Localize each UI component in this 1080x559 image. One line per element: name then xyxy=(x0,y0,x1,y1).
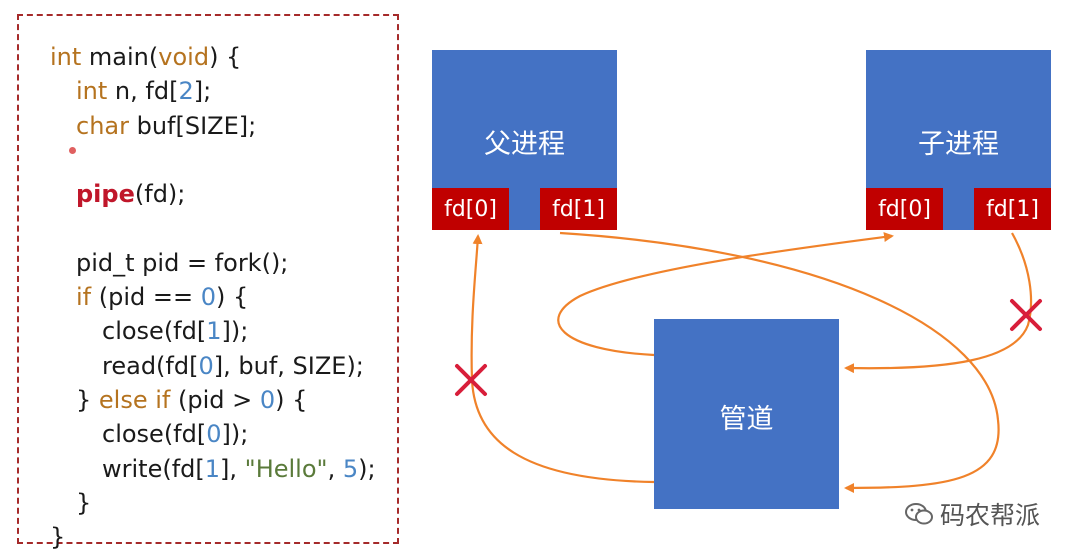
code-token: ) { xyxy=(275,385,308,414)
code-token: pid_t pid = fork(); xyxy=(76,248,289,277)
code-line: } else if (pid > 0) { xyxy=(50,383,376,417)
code-token: , xyxy=(327,454,343,483)
code-token: } xyxy=(76,385,99,414)
cross-icon-child xyxy=(1010,299,1042,331)
code-token: 1 xyxy=(204,454,221,483)
code-token: ]; xyxy=(193,77,212,106)
watermark-text: 码农帮派 xyxy=(940,501,1041,530)
code-token: ) { xyxy=(209,43,242,71)
code-token: 5 xyxy=(342,454,359,483)
code-token: void xyxy=(158,43,210,71)
code-token: main( xyxy=(81,43,159,71)
cross-icon-parent xyxy=(455,364,487,396)
code-line: } xyxy=(50,486,376,520)
code-token: ]); xyxy=(221,420,249,449)
code-line: close(fd[1]); xyxy=(50,314,376,348)
code-token: ], buf, SIZE); xyxy=(213,351,364,380)
child-process-title: 子进程 xyxy=(918,129,999,160)
code-token: else if xyxy=(98,385,171,414)
code-line: pid_t pid = fork(); xyxy=(50,246,376,280)
code-line: if (pid == 0) { xyxy=(50,280,376,314)
code-token: (pid > xyxy=(170,385,260,414)
code-token: (pid == xyxy=(91,283,201,312)
code-token: buf[SIZE]; xyxy=(128,111,257,140)
code-line: } xyxy=(50,520,376,554)
parent-fd0: fd[0] xyxy=(432,188,509,230)
code-line: pipe(fd); xyxy=(50,177,376,211)
code-token: int xyxy=(50,43,82,71)
code-token: (fd); xyxy=(134,180,186,209)
code-token: ) { xyxy=(216,283,249,312)
code-token: ); xyxy=(358,454,376,483)
code-token: "Hello" xyxy=(244,454,328,483)
code-line: int main(void) { xyxy=(50,40,376,74)
pipe-box: 管道 xyxy=(654,319,839,509)
code-line: char buf[SIZE]; xyxy=(50,109,376,143)
code-token: 0 xyxy=(198,351,214,380)
code-line: close(fd[0]); xyxy=(50,417,376,451)
wechat-icon xyxy=(905,503,933,525)
parent-process-box: 父进程 fd[0] fd[1] xyxy=(432,50,617,230)
code-line: read(fd[0], buf, SIZE); xyxy=(50,349,376,383)
arrow-child-write xyxy=(844,232,1033,374)
child-fd0: fd[0] xyxy=(866,188,943,230)
code-line: write(fd[1], "Hello", 5); xyxy=(50,452,376,486)
watermark: 码农帮派 xyxy=(904,496,1040,532)
code-token: n, fd[ xyxy=(107,77,179,106)
code-token: } xyxy=(50,523,66,552)
code-token: 0 xyxy=(200,283,217,312)
code-token: 2 xyxy=(178,77,194,106)
code-token: close(fd[ xyxy=(102,317,207,346)
code-block: int main(void) {int n, fd[2];char buf[SI… xyxy=(50,40,376,554)
arrow-parent-write xyxy=(559,231,1000,493)
code-token: } xyxy=(76,488,92,517)
code-token: ], xyxy=(220,454,245,483)
parent-process-title: 父进程 xyxy=(484,129,565,160)
code-line: int n, fd[2]; xyxy=(50,74,376,108)
code-token: ]); xyxy=(221,317,249,346)
arrow-to-parent-read xyxy=(470,234,655,484)
code-token: if xyxy=(76,283,92,312)
pipe-title: 管道 xyxy=(719,404,774,435)
code-token: 0 xyxy=(259,385,276,414)
child-fd1: fd[1] xyxy=(974,188,1051,230)
code-panel: int main(void) {int n, fd[2];char buf[SI… xyxy=(17,14,399,551)
cursor-dot xyxy=(69,147,76,154)
code-token: 0 xyxy=(206,420,222,449)
code-token: close(fd[ xyxy=(102,420,207,449)
arrow-to-child-read xyxy=(557,232,894,357)
code-token: 1 xyxy=(206,317,222,346)
code-token: char xyxy=(76,111,129,140)
code-token: write(fd[ xyxy=(102,454,205,483)
code-token: pipe xyxy=(76,180,135,209)
code-token: int xyxy=(76,77,108,106)
parent-fd1: fd[1] xyxy=(540,188,617,230)
code-token: read(fd[ xyxy=(102,351,199,380)
child-process-box: 子进程 fd[0] fd[1] xyxy=(866,50,1051,230)
